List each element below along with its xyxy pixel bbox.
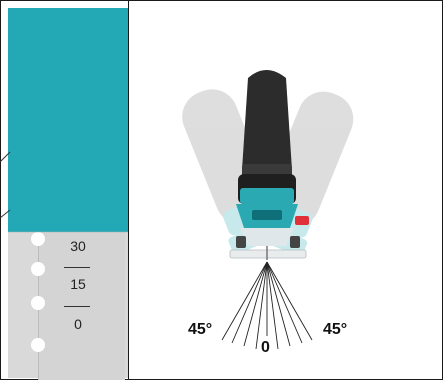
angle-label-right: 45° <box>323 321 347 339</box>
angle-label-left: 45° <box>188 321 212 339</box>
angle-label-center: 0 <box>261 339 270 357</box>
